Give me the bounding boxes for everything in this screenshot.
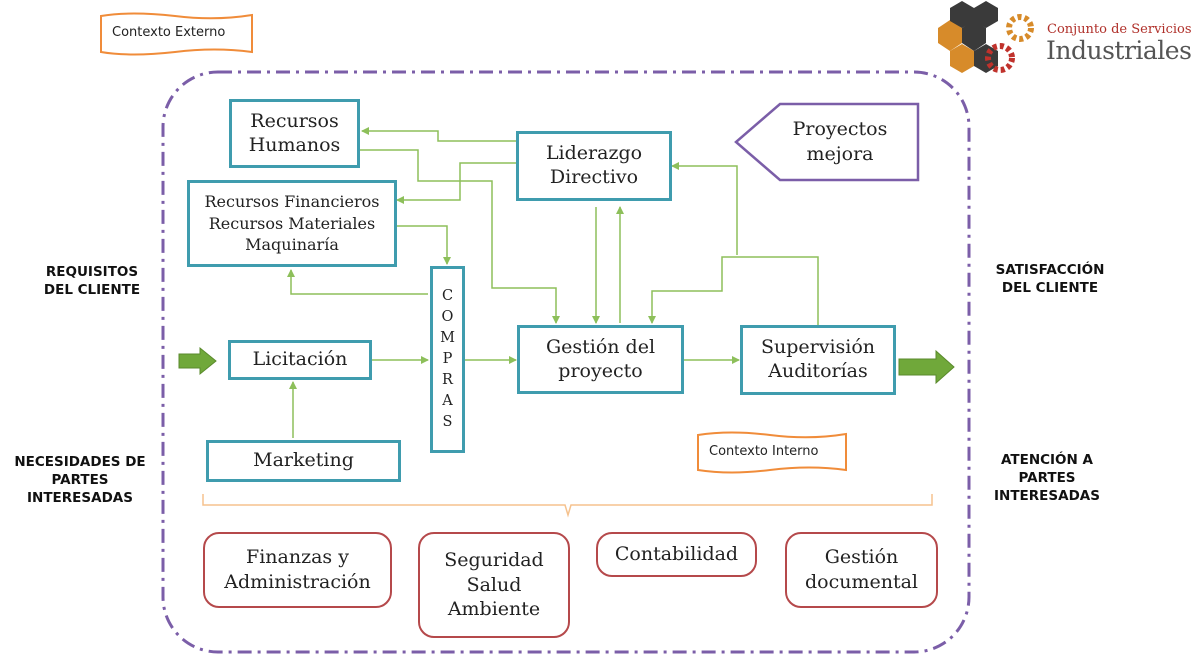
supervision-auditorias-box: Supervisión Auditorías [740,325,896,395]
recursos-humanos-box: Recursos Humanos [229,99,360,168]
logo-graphic [938,1,1034,73]
compras-box: C O M P R A S [430,266,465,453]
liderazgo-directivo-box: Liderazgo Directivo [516,131,672,201]
finanzas-admin-box: Finanzas y Administración [203,532,392,608]
marketing-box: Marketing [206,440,401,482]
recursos-financieros-box: Recursos Financieros Recursos Materiales… [187,180,397,267]
context-interno-label: Contexto Interno [709,444,819,459]
context-interno-shape [697,431,847,474]
proyectos-mejora-shape [734,102,920,182]
context-externo-shape [100,12,253,56]
context-frame [161,70,971,654]
contabilidad-box: Contabilidad [596,532,757,577]
requisitos-cliente-label: REQUISITOS DEL CLIENTE [43,264,141,299]
atencion-partes-label: ATENCIÓN A PARTES INTERESADAS [994,452,1100,505]
gestion-documental-box: Gestión documental [785,532,938,608]
logo-line2: Industriales [1046,36,1192,65]
necesidades-partes-label: NECESIDADES DE PARTES INTERESADAS [14,454,146,507]
context-externo-label: Contexto Externo [112,25,226,40]
brace [202,494,933,518]
seguridad-salud-box: Seguridad Salud Ambiente [418,532,570,638]
output-arrow [898,349,955,385]
input-arrow [178,346,217,376]
satisfaccion-cliente-label: SATISFACCIÓN DEL CLIENTE [995,262,1105,297]
proyectos-mejora-label: Proyectos mejora [792,118,888,165]
gestion-proyecto-box: Gestión del proyecto [517,325,684,394]
licitacion-box: Licitación [228,340,372,380]
logo-line1: Conjunto de Servicios [1047,22,1192,37]
